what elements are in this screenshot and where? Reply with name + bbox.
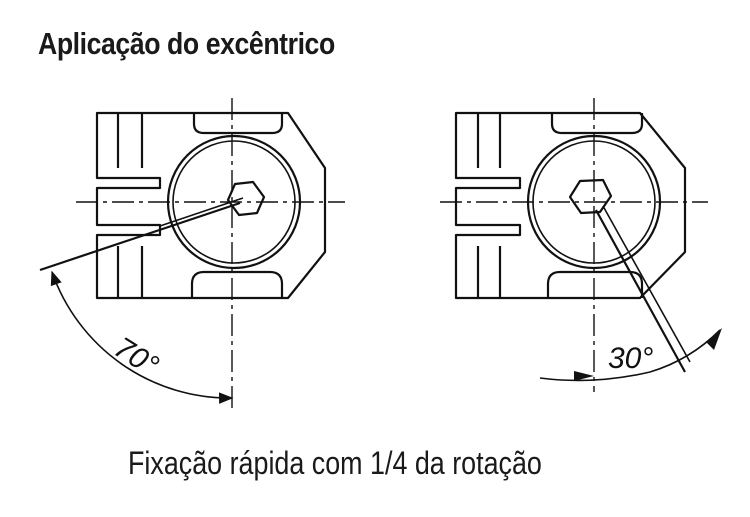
left-clamp-diagram: 70° [39, 98, 345, 410]
left-bottom-pocket [190, 270, 284, 298]
left-hex-socket [226, 180, 266, 217]
right-clamp-body [454, 111, 687, 300]
left-top-pocket [192, 113, 284, 135]
left-clamp-body [95, 111, 327, 300]
caption: Fixação rápida com 1/4 da rotação [128, 445, 542, 481]
right-clamp-diagram: 30° [440, 98, 722, 392]
left-lever [39, 201, 241, 272]
right-bottom-pocket [546, 270, 644, 298]
page-title: Aplicação do excêntrico [38, 26, 335, 61]
right-hex-socket [568, 178, 613, 215]
left-angle-arc [50, 270, 234, 404]
right-angle-label: 30° [608, 342, 653, 375]
left-angle-label: 70° [108, 331, 164, 383]
right-top-pocket [550, 113, 644, 135]
right-lever [595, 209, 686, 373]
right-angle-arc [539, 329, 721, 382]
